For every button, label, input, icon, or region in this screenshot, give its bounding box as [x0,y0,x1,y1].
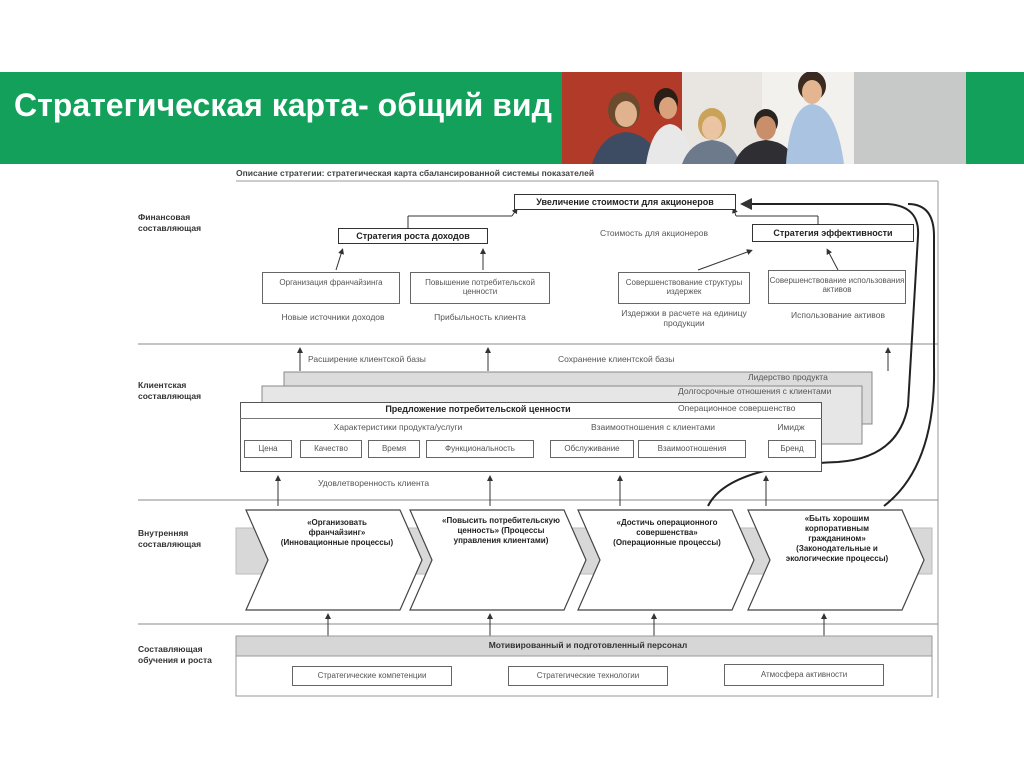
attr-time: Время [368,440,420,458]
header-green-block [966,72,1024,164]
learning-band: Мотивированный и подготовленный персонал [488,640,688,650]
rel-service: Обслуживание [550,440,634,458]
strategy-map: Описание стратегии: стратегическая карта… [138,166,940,698]
team-photo [562,72,854,164]
customer-retention: Сохранение клиентской базы [558,354,675,364]
learning-technologies: Стратегические технологии [508,666,668,686]
learning-climate: Атмосфера активности [724,664,884,686]
layer-customer-intimacy: Долгосрочные отношения с клиентами [678,386,832,396]
financial-box-customer-value: Повышение потребительской ценности [410,272,550,304]
perspective-customer-label: Клиентская составляющая [138,380,202,401]
learning-competencies: Стратегические компетенции [292,666,452,686]
efficiency-strategy-box: Стратегия эффективности [752,224,914,242]
diagram-caption: Описание стратегии: стратегическая карта… [236,168,595,178]
internal-arrow-customer-value: «Повысить потребительскую ценность» (Про… [442,516,560,545]
layer-product-leadership: Лидерство продукта [748,372,828,382]
value-proposition-title: Предложение потребительской ценности [385,404,571,414]
customer-satisfaction: Удовлетворенность клиента [318,478,430,488]
internal-arrow-operational: «Достичь операционного совершенства» (Оп… [613,518,721,547]
relationships-label: Взаимоотношения с клиентами [590,422,716,432]
financial-caption-new-revenue: Новые источники доходов [281,312,385,322]
financial-box-cost-structure: Совершенствование структуры издержек [618,272,750,304]
header-grey-block [854,72,966,164]
layer-operational-excellence: Операционное совершенство [678,403,796,413]
image-label: Имидж [777,422,805,432]
strategy-map-lines [138,180,939,698]
attr-quality: Качество [300,440,362,458]
attr-functionality: Функциональность [426,440,534,458]
slide-title: Стратегическая карта- общий вид [14,87,552,123]
financial-caption-asset-use: Использование активов [791,310,885,320]
growth-strategy-box: Стратегия роста доходов [338,228,488,244]
value-proposition-box [240,402,822,472]
financial-box-asset-use: Совершенствование использования активов [768,270,906,304]
value-proposition-divider [240,418,822,419]
financial-caption-customer-profitability: Прибыльность клиента [434,312,526,322]
image-brand: Бренд [768,440,816,458]
shareholder-value-goal: Увеличение стоимости для акционеров [514,194,736,210]
rel-relationships: Взаимоотношения [638,440,746,458]
perspective-financial-label: Финансовая составляющая [138,212,202,233]
financial-box-franchising: Организация франчайзинга [262,272,400,304]
customer-base-expansion: Расширение клиентской базы [308,354,426,364]
financial-caption-unit-cost: Издержки в расчете на единицу продукции [621,308,747,328]
perspective-learning-label: Составляющая обучения и роста [138,644,212,665]
internal-arrow-franchising: «Организовать франчайзинг» (Инновационны… [280,518,394,547]
shareholder-value-caption: Стоимость для акционеров [600,228,708,238]
attr-price: Цена [244,440,292,458]
perspective-internal-label: Внутренняя составляющая [138,528,202,549]
internal-arrow-citizenship: «Быть хорошим корпоративным гражданином»… [785,514,889,563]
attributes-label: Характеристики продукта/услуги [333,422,463,432]
